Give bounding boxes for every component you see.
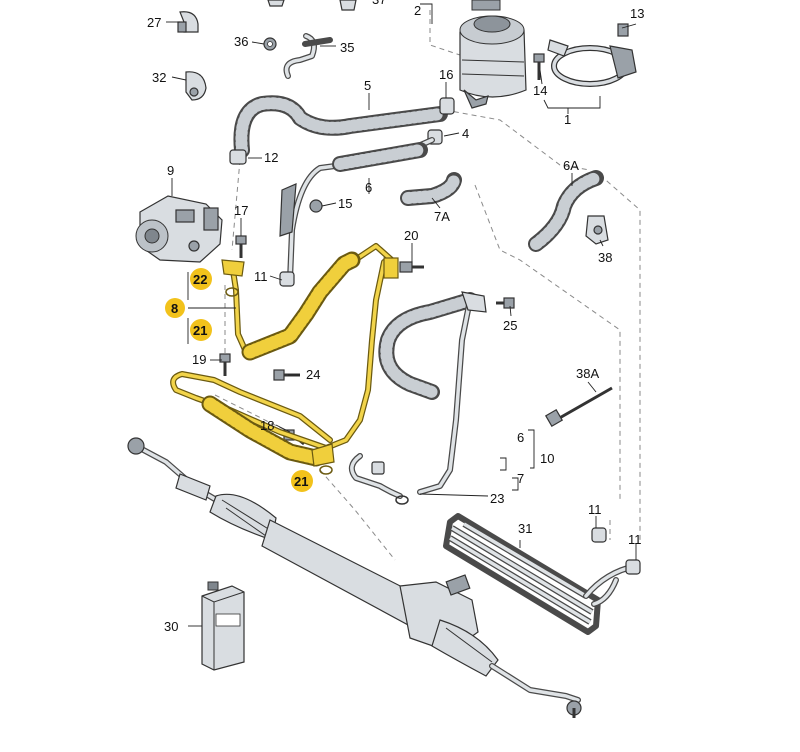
cooler-31 (443, 513, 639, 635)
callout-14: 14 (533, 83, 547, 98)
clamp-12 (229, 149, 247, 165)
callout-11-right-upper: 11 (588, 502, 602, 517)
bolt-17 (235, 235, 247, 258)
callout-38A: 38A (576, 366, 599, 381)
nut-15 (309, 199, 323, 213)
callout-20: 20 (404, 228, 418, 243)
callout-11-left: 11 (254, 269, 268, 284)
clip-38 (585, 215, 609, 245)
callout-5: 5 (364, 78, 371, 93)
callout-38: 38 (598, 250, 612, 265)
callout-17: 17 (234, 203, 248, 218)
callout-6-lower: 6 (517, 430, 524, 445)
return-hose-5 (233, 95, 448, 158)
clamp-11-right-upper (591, 527, 607, 543)
callout-labels: 27 36 35 37 32 2 13 14 1 5 16 4 12 9 6 1… (147, 0, 644, 634)
pressure-line-8 (170, 243, 399, 467)
callout-6A: 6A (563, 158, 579, 173)
steering-rack (127, 437, 582, 718)
bolt-19 (219, 353, 231, 376)
callout-18: 18 (260, 418, 274, 433)
clamp-16 (439, 97, 455, 115)
callout-9: 9 (167, 163, 174, 178)
oil-container-30 (201, 581, 245, 671)
callout-6-upper: 6 (365, 180, 372, 195)
bolt-14 (533, 53, 545, 80)
clamp-11-right-lower (625, 559, 641, 575)
bracket-35 (283, 33, 333, 79)
fluid-reservoir-2 (459, 0, 527, 109)
callout-8: 8 (171, 301, 178, 316)
callout-15: 15 (338, 196, 352, 211)
callout-4: 4 (462, 126, 469, 141)
callout-32: 32 (152, 70, 166, 85)
clip-32 (185, 71, 207, 101)
callout-36: 36 (234, 34, 248, 49)
hose-7A (400, 172, 462, 206)
part-37 (339, 0, 357, 11)
reservoir-bracket-1 (547, 39, 637, 87)
callout-37: 37 (372, 0, 386, 7)
o-ring-23 (395, 495, 409, 505)
callout-21-lower: 21 (294, 474, 308, 489)
callout-24: 24 (306, 367, 320, 382)
callout-11-right-lower: 11 (628, 532, 642, 547)
callout-12: 12 (264, 150, 278, 165)
seal-22 (225, 287, 239, 297)
return-line-6-7 (348, 291, 487, 499)
callout-16: 16 (439, 67, 453, 82)
dashed-reference-lines (214, 10, 641, 561)
bolt-25 (496, 297, 515, 309)
bolt-13 (617, 23, 629, 37)
clip-27 (177, 11, 199, 33)
bolt-20 (399, 261, 424, 273)
leader-lines (166, 3, 637, 627)
callout-31: 31 (518, 521, 532, 536)
callout-23: 23 (490, 491, 504, 506)
callout-21-upper: 21 (193, 323, 207, 338)
power-steering-pump-9 (135, 195, 223, 263)
callout-27: 27 (147, 15, 161, 30)
callout-13: 13 (630, 6, 644, 21)
nut-36 (263, 37, 277, 51)
seal-21-lower (319, 465, 333, 475)
clamp-11-left (279, 271, 295, 287)
callout-1: 1 (564, 112, 571, 127)
highlight-badges (165, 268, 313, 492)
callout-7A: 7A (434, 209, 450, 224)
callout-7: 7 (517, 471, 524, 486)
pipe-6 (279, 137, 435, 283)
callout-10: 10 (540, 451, 554, 466)
part-top-clip (267, 0, 285, 7)
callout-30: 30 (164, 619, 178, 634)
sensor-38A (544, 386, 613, 428)
callout-22: 22 (193, 272, 207, 287)
callout-19: 19 (192, 352, 206, 367)
callout-25: 25 (503, 318, 517, 333)
callout-35: 35 (340, 40, 354, 55)
callout-2: 2 (414, 3, 421, 18)
hose-6A (528, 170, 604, 252)
